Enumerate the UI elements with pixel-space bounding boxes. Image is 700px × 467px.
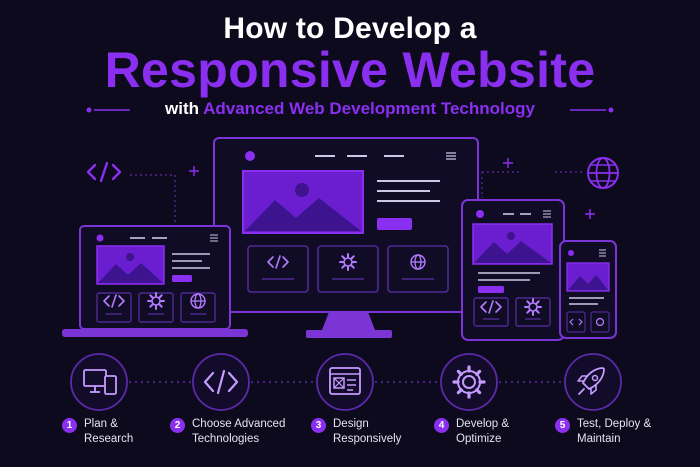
step-number: 2 [170, 418, 185, 433]
tablet [461, 199, 565, 341]
step-number: 4 [434, 418, 449, 433]
step-4-label: Develop & Optimize [456, 418, 510, 445]
step-1-icon [70, 353, 128, 411]
title-line-2: Responsive Website [104, 42, 596, 98]
subtitle: with Advanced Web Development Technology [0, 99, 700, 119]
step-3-badge: 3 [311, 418, 326, 433]
step-5-label: Test, Deploy & Maintain [577, 418, 652, 445]
step-5-icon [564, 353, 622, 411]
step-number: 3 [311, 418, 326, 433]
step-2-badge: 2 [170, 418, 185, 433]
title-line-1: How to Develop a [223, 12, 477, 45]
plus-icon [189, 166, 199, 176]
desktop-monitor [213, 137, 479, 338]
step-1-badge: 1 [62, 418, 77, 433]
step-4-icon [440, 353, 498, 411]
globe-icon [587, 157, 619, 189]
code-icon [86, 161, 122, 183]
phone [559, 240, 617, 339]
laptop [62, 225, 248, 337]
step-2-icon [192, 353, 250, 411]
plus-icon [585, 209, 595, 219]
step-1-label: Plan & Research [84, 418, 134, 445]
subtitle-accent: Advanced Web Development Technology [203, 99, 535, 118]
step-number: 1 [62, 418, 77, 433]
step-number: 5 [555, 418, 570, 433]
step-2-label: Choose Advanced Technologies [192, 418, 286, 445]
step-3-label: Design Responsively [333, 418, 402, 445]
step-3-icon [316, 353, 374, 411]
subtitle-prefix: with [165, 99, 204, 118]
step-4-badge: 4 [434, 418, 449, 433]
plus-icon [503, 158, 513, 168]
step-5-badge: 5 [555, 418, 570, 433]
